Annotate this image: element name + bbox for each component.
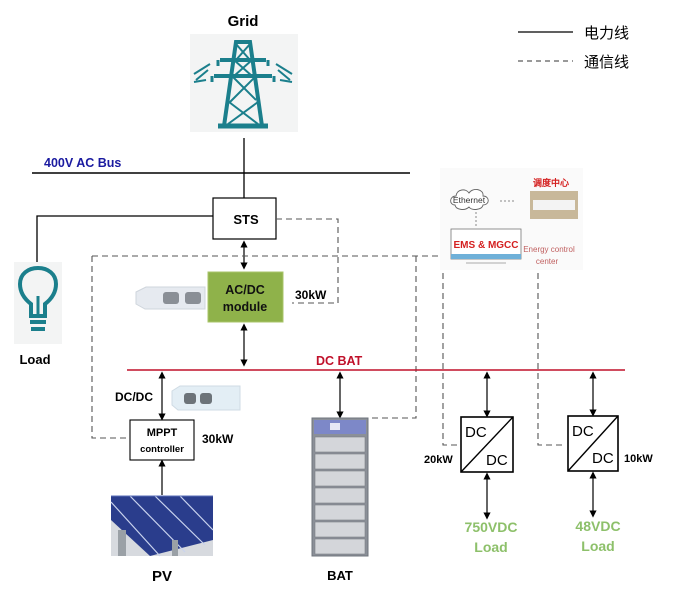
- energy-center-line1: Energy control: [523, 245, 575, 254]
- light-bulb-icon: [14, 262, 62, 344]
- mppt-line1: MPPT: [147, 427, 178, 439]
- ems-label: EMS & MGCC: [454, 240, 519, 251]
- dc-bus-label: DC BAT: [316, 354, 363, 368]
- grid-label: Grid: [228, 13, 259, 30]
- dcdc-right-load-line1: 48VDC: [575, 518, 620, 534]
- acdc-module-box[interactable]: [207, 271, 284, 323]
- ethernet-label: Ethernet: [453, 195, 486, 205]
- mppt-power-label: 30kW: [202, 432, 234, 446]
- legend-power-line-label: 电力线: [584, 25, 629, 42]
- sts-acdc-comm-line: [276, 218, 339, 304]
- energy-center-line2: center: [536, 257, 559, 266]
- mppt-comm-line: [91, 256, 130, 439]
- legend: 电力线 通信线: [518, 25, 629, 71]
- mppt-prefix-label: DC/DC: [115, 390, 153, 404]
- load-label: Load: [19, 352, 50, 367]
- dcdc-right-top: DC: [572, 423, 594, 440]
- mppt-line2: controller: [140, 444, 184, 455]
- dcdc-right-power: 10kW: [624, 453, 653, 465]
- bat-label: BAT: [327, 568, 353, 583]
- ac-bus-label: 400V AC Bus: [44, 156, 121, 170]
- dcdc-right-converter[interactable]: DC DC: [567, 415, 619, 472]
- dcdc-left-top: DC: [465, 424, 487, 441]
- acdc-power-label: 30kW: [295, 288, 327, 302]
- dcdc-left-comm-line: [442, 273, 460, 446]
- ethernet-cloud-icon: [450, 189, 489, 210]
- dcdc-left-bottom: DC: [486, 452, 508, 469]
- acdc-line2: module: [223, 300, 267, 314]
- dispatch-center-label: 调度中心: [533, 177, 569, 188]
- sts-label: STS: [233, 212, 259, 227]
- dcdc-right-bottom: DC: [592, 450, 614, 467]
- pv-label: PV: [152, 568, 172, 585]
- ems-cluster: Ethernet 调度中心 EMS & MGCC Energy control …: [440, 168, 583, 270]
- sts-to-load-line: [36, 215, 213, 262]
- dcdc-left-load-line2: Load: [474, 539, 507, 555]
- dcdc-left-power: 20kW: [424, 454, 453, 466]
- transmission-tower-icon: [190, 34, 298, 132]
- legend-comm-line-label: 通信线: [584, 54, 629, 71]
- dcdc-right-load-line2: Load: [581, 538, 614, 554]
- sts-box[interactable]: [212, 197, 277, 240]
- dcdc-left-converter[interactable]: DC DC: [460, 416, 514, 473]
- dcdc-left-load-line1: 750VDC: [465, 519, 518, 535]
- solar-panel-image: [110, 495, 214, 557]
- acdc-line1: AC/DC: [225, 283, 265, 297]
- battery-rack-image: [311, 417, 369, 557]
- dcdc-right-comm-line: [537, 273, 563, 446]
- rectifier-device-image: [135, 286, 206, 310]
- bat-comm-line: [368, 256, 417, 419]
- dcdc-device-image: [171, 385, 241, 411]
